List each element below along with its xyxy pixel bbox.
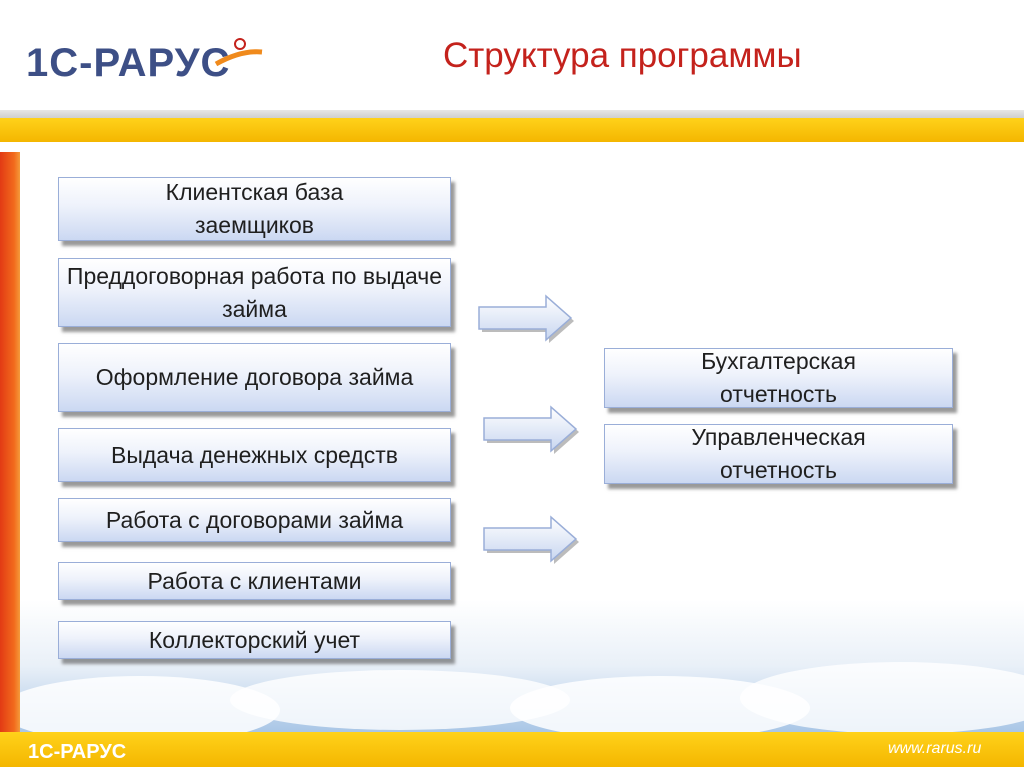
left-box-collection: Коллекторский учет — [58, 621, 451, 659]
header: 1С-РАРУС Структура программы — [0, 0, 1024, 112]
left-box-clients-work: Работа с клиентами — [58, 562, 451, 600]
left-box-pre-contract-work: Преддоговорная работа по выдаче займа — [58, 258, 451, 327]
arrow-right-icon — [478, 294, 574, 343]
box-label: Коллекторский учет — [148, 626, 361, 653]
logo-text: 1С-РАРУС — [26, 41, 230, 85]
box-label: Бухгалтерская отчетность — [701, 348, 856, 407]
footer-website-link[interactable]: www.rarus.ru — [888, 740, 982, 757]
box-label: Выдача денежных средств — [111, 441, 398, 468]
rarus-logo-footer: 1С-РАРУС — [28, 741, 126, 763]
left-box-cash-issue: Выдача денежных средств — [58, 428, 451, 482]
left-accent-bar — [0, 152, 20, 732]
left-box-contracts-work: Работа с договорами займа — [58, 498, 451, 542]
left-box-loan-contract: Оформление договора займа — [58, 343, 451, 412]
arrow-right-icon — [483, 515, 579, 564]
box-label: Управленческая отчетность — [691, 424, 866, 483]
clouds-background — [20, 600, 1024, 732]
arrow-right-icon — [483, 405, 579, 454]
box-label: Работа с клиентами — [147, 567, 362, 594]
box-label: Преддоговорная работа по выдаче займа — [66, 262, 443, 322]
box-label: Оформление договора займа — [95, 364, 414, 390]
left-box-client-base: Клиентская база заемщиков — [58, 177, 451, 241]
header-yellow-band — [0, 118, 1024, 142]
right-box-management-reports: Управленческая отчетность — [604, 424, 953, 484]
header-divider — [0, 110, 1024, 118]
right-box-accounting-reports: Бухгалтерская отчетность — [604, 348, 953, 408]
footer-bar — [0, 732, 1024, 767]
box-label: Клиентская база заемщиков — [165, 179, 344, 238]
page-title: Структура программы — [443, 36, 802, 75]
footer-logo-text: 1С-РАРУС — [28, 741, 126, 763]
box-label: Работа с договорами займа — [105, 506, 404, 533]
rarus-logo: 1С-РАРУС — [26, 38, 263, 85]
